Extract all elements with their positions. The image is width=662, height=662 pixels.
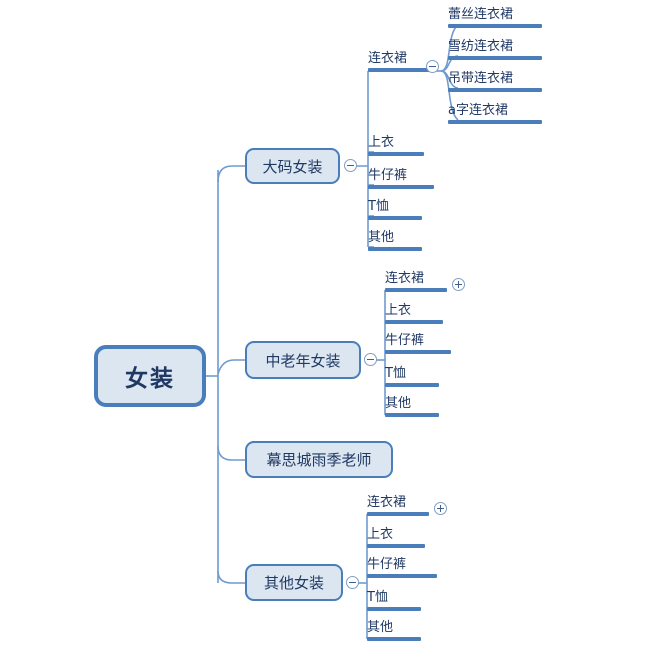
leaf-underline-bar [367, 512, 429, 516]
leaf-node-label: 牛仔裤 [385, 333, 425, 348]
leaf-node-qita-lianyiqun[interactable]: 连衣裙 [367, 495, 429, 516]
leaf-node-label: T恤 [368, 199, 389, 214]
leaf-node-leisi-lianyiqun[interactable]: 蕾丝连衣裙 [448, 7, 542, 28]
leaf-node-label: 上衣 [367, 527, 394, 542]
leaf-node-label: 连衣裙 [368, 51, 408, 66]
leaf-underline-bar [385, 288, 447, 292]
leaf-node-label: 其他 [385, 396, 412, 411]
leaf-underline-bar [448, 56, 542, 60]
leaf-underline-bar [367, 607, 421, 611]
leaf-underline-bar [448, 24, 542, 28]
leaf-node-zln-qita[interactable]: 其他 [385, 396, 439, 417]
leaf-underline-bar [367, 637, 421, 641]
branch-node-label: 其他女装 [263, 574, 324, 592]
collapse-toggle-icon-qita[interactable] [346, 576, 359, 589]
leaf-node-label: 雪纺连衣裙 [448, 39, 514, 54]
leaf-node-daima-qita[interactable]: 其他 [368, 230, 422, 251]
root-node-label: 女装 [125, 366, 175, 392]
leaf-node-label: T恤 [385, 366, 406, 381]
leaf-underline-bar [448, 120, 542, 124]
leaf-node-daima-shangyi[interactable]: 上衣 [368, 135, 424, 156]
leaf-node-label: 牛仔裤 [368, 168, 408, 183]
leaf-underline-bar [368, 185, 434, 189]
leaf-node-label: 牛仔裤 [367, 557, 407, 572]
leaf-node-azi-lianyiqun[interactable]: a字连衣裙 [448, 103, 542, 124]
leaf-node-qita-qita[interactable]: 其他 [367, 620, 421, 641]
branch-node-zhonglaonian-nvzhuang[interactable]: 中老年女装 [245, 341, 361, 379]
leaf-underline-bar [448, 88, 542, 92]
leaf-node-label: 连衣裙 [385, 271, 425, 286]
leaf-underline-bar [368, 247, 422, 251]
branch-node-daima-nvzhuang[interactable]: 大码女装 [245, 148, 340, 184]
leaf-node-label: 蕾丝连衣裙 [448, 7, 514, 22]
leaf-underline-bar [385, 320, 443, 324]
leaf-node-label: 其他 [367, 620, 394, 635]
leaf-node-diaodai-lianyiqun[interactable]: 吊带连衣裙 [448, 71, 542, 92]
leaf-node-label: T恤 [367, 590, 388, 605]
leaf-underline-bar [367, 544, 425, 548]
collapse-toggle-icon-daima-lianyiqun[interactable] [426, 60, 439, 73]
leaf-node-qita-shangyi[interactable]: 上衣 [367, 527, 425, 548]
leaf-node-zln-tixu[interactable]: T恤 [385, 366, 439, 387]
leaf-node-qita-tixu[interactable]: T恤 [367, 590, 421, 611]
leaf-underline-bar [385, 350, 451, 354]
leaf-node-zln-niuzaiku[interactable]: 牛仔裤 [385, 333, 451, 354]
root-node[interactable]: 女装 [94, 345, 206, 407]
collapse-toggle-icon-zhonglaonian[interactable] [364, 353, 377, 366]
leaf-node-daima-tixu[interactable]: T恤 [368, 199, 422, 220]
expand-toggle-icon-zln-lianyiqun[interactable] [452, 278, 465, 291]
leaf-underline-bar [385, 383, 439, 387]
leaf-node-label: 吊带连衣裙 [448, 71, 514, 86]
expand-toggle-icon-qita-lianyiqun[interactable] [434, 502, 447, 515]
leaf-node-label: 上衣 [385, 303, 412, 318]
leaf-node-zln-lianyiqun[interactable]: 连衣裙 [385, 271, 447, 292]
leaf-node-zln-shangyi[interactable]: 上衣 [385, 303, 443, 324]
leaf-node-label: 连衣裙 [367, 495, 407, 510]
leaf-underline-bar [368, 68, 432, 72]
branch-node-label: 大码女装 [262, 157, 323, 176]
leaf-node-daima-niuzaiku[interactable]: 牛仔裤 [368, 168, 434, 189]
collapse-toggle-icon-daima[interactable] [344, 159, 357, 172]
leaf-node-qita-niuzaiku[interactable]: 牛仔裤 [367, 557, 437, 578]
leaf-node-label: 上衣 [368, 135, 395, 150]
branch-node-label: 中老年女装 [265, 351, 341, 370]
leaf-node-daima-lianyiqun[interactable]: 连衣裙 [368, 51, 432, 72]
leaf-underline-bar [367, 574, 437, 578]
leaf-underline-bar [368, 152, 424, 156]
branch-node-label: 幕思城雨季老师 [266, 451, 372, 469]
leaf-underline-bar [368, 216, 422, 220]
leaf-underline-bar [385, 413, 439, 417]
branch-node-musicheng-yuji-laoshi[interactable]: 幕思城雨季老师 [245, 441, 393, 478]
leaf-node-label: a字连衣裙 [448, 103, 508, 118]
branch-node-qita-nvzhuang[interactable]: 其他女装 [245, 564, 343, 601]
leaf-node-xuefang-lianyiqun[interactable]: 雪纺连衣裙 [448, 39, 542, 60]
leaf-node-label: 其他 [368, 230, 395, 245]
